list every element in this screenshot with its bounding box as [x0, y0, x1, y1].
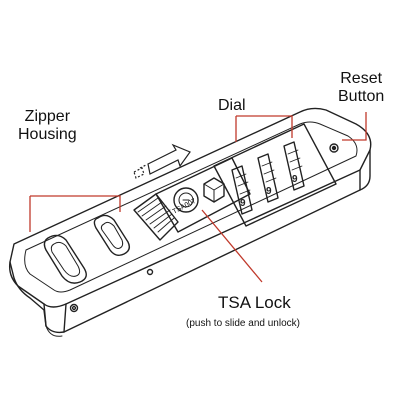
zipper-slot-right — [93, 214, 131, 257]
tsa-slider — [133, 193, 179, 241]
screw-hole — [69, 303, 79, 313]
dial-wheel-1 — [231, 165, 253, 215]
tsa-lock-note: (push to slide and unlock) — [186, 318, 300, 329]
lock-body-front — [9, 149, 371, 334]
slide-arrow-icon — [133, 143, 191, 179]
zipper-housing-label: Zipper Housing — [18, 108, 77, 145]
zipper-label-line1: Zipper — [24, 108, 71, 125]
leader-lines — [29, 112, 367, 283]
reset-label-line2: Button — [338, 88, 385, 106]
dial-wheel-3 — [283, 141, 305, 191]
reset-label-line1: Reset — [340, 70, 383, 87]
dial-digit: 9 — [240, 198, 246, 209]
dial-digit: 9 — [266, 186, 272, 197]
dial-digit: 9 — [292, 174, 298, 185]
reset-button-label: Reset Button — [338, 70, 384, 107]
tsa-lock-plate — [155, 157, 251, 233]
reset-button-hole — [329, 143, 339, 153]
dial-label: Dial — [218, 97, 246, 114]
zipper-label-line2: Housing — [18, 126, 77, 144]
tsa-lock-label: TSA Lock — [218, 293, 291, 312]
zipper-slot-left — [43, 234, 87, 284]
dial-wheel-2 — [257, 153, 279, 203]
dial-housing — [213, 123, 337, 227]
